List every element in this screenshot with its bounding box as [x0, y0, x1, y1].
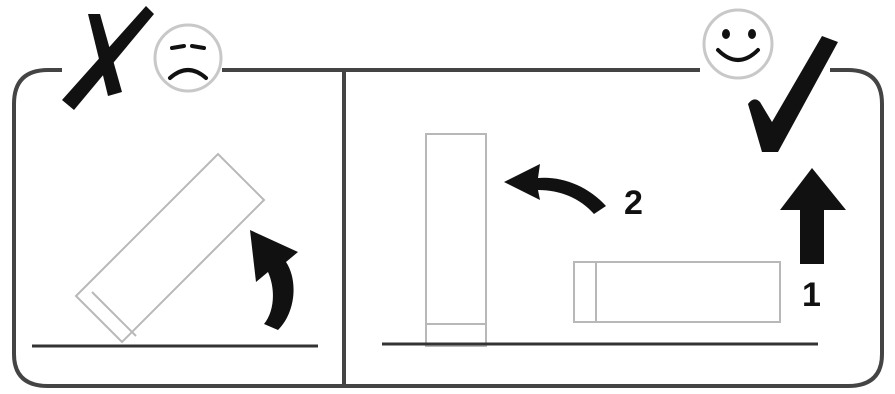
tilted-box — [76, 154, 264, 342]
happy-face-icon — [704, 10, 772, 78]
correct-panel: 2 1 — [382, 10, 846, 346]
wrong-panel — [32, 6, 318, 346]
step-label-2: 2 — [624, 184, 643, 222]
up-arrow-icon — [780, 168, 846, 264]
cross-icon — [62, 6, 154, 110]
upright-box — [426, 134, 486, 346]
sad-face-icon — [155, 25, 221, 91]
curved-arrow-left-icon — [504, 164, 606, 214]
flat-box — [574, 262, 780, 322]
curved-arrow-up-icon — [250, 230, 298, 330]
step-label-1: 1 — [802, 276, 821, 314]
